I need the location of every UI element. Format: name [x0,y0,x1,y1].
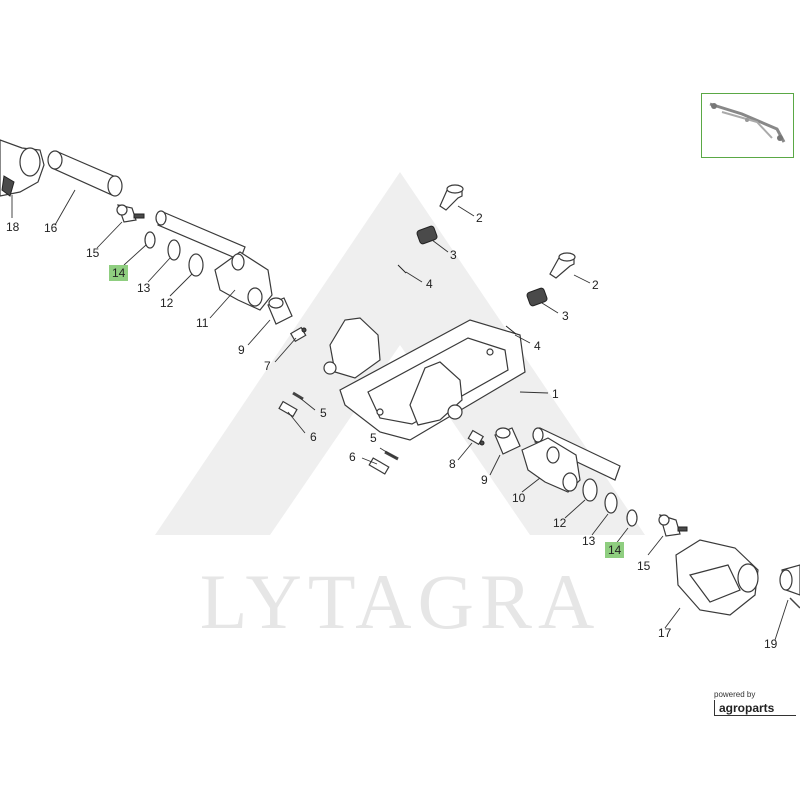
callout-8[interactable]: 8 [449,457,456,471]
part-14-left-ring[interactable] [144,231,156,249]
callout-3-upper[interactable]: 3 [450,248,457,262]
callout-7[interactable]: 7 [264,359,271,373]
callout-3-lower[interactable]: 3 [562,309,569,323]
part-9-left-bushing[interactable] [267,297,293,325]
part-18-housing[interactable] [0,139,45,197]
callout-1[interactable]: 1 [552,387,559,401]
callout-9-right[interactable]: 9 [481,473,488,487]
callout-2-lower[interactable]: 2 [592,278,599,292]
part-3-lower-spring[interactable] [526,287,548,307]
part-5-upper-pin[interactable] [292,391,304,401]
part-16-pin[interactable] [47,150,123,197]
part-3-upper-spring[interactable] [416,225,438,245]
callout-12-right[interactable]: 12 [553,516,567,530]
callout-4-upper[interactable]: 4 [426,277,433,291]
callout-17[interactable]: 17 [658,626,672,640]
callout-14-left[interactable]: 14 [112,266,126,280]
part-1-frame[interactable] [323,317,526,441]
overview-thumbnail[interactable] [701,93,794,158]
callout-13-left[interactable]: 13 [137,281,151,295]
part-9-right-bushing[interactable] [494,427,521,455]
part-6-upper-screw[interactable] [278,400,298,418]
callout-12-left[interactable]: 12 [160,296,174,310]
callout-15-right[interactable]: 15 [637,559,651,573]
watermark: LYTAGRA [155,172,645,645]
part-8-fitting[interactable] [467,429,485,446]
part-2-lower-bolt[interactable] [549,252,576,279]
callout-5-lower[interactable]: 5 [370,431,377,445]
leader-lines [11,189,789,641]
part-12-right-washer[interactable] [582,478,598,502]
callout-18[interactable]: 18 [6,220,20,234]
callout-13-right[interactable]: 13 [582,534,596,548]
watermark-triangle-inner [270,345,530,535]
part-19-pin[interactable] [779,564,800,609]
callout-6-upper[interactable]: 6 [310,430,317,444]
callout-2-upper[interactable]: 2 [476,211,483,225]
part-13-left-washer[interactable] [167,239,181,261]
part-10-lever[interactable] [521,427,621,493]
callout-6-lower[interactable]: 6 [349,450,356,464]
part-14-right-ring[interactable] [626,509,638,527]
part-15-left-fitting[interactable] [116,204,145,223]
part-7-fitting[interactable] [289,326,307,343]
part-11-lever[interactable] [155,210,273,311]
thumbnail-diagram [709,102,786,143]
watermark-text: LYTAGRA [200,558,601,645]
callout-14-right[interactable]: 14 [608,543,622,557]
callout-19[interactable]: 19 [764,637,778,651]
callout-10[interactable]: 10 [512,491,526,505]
part-4-lower-pin[interactable] [505,325,517,335]
callout-9-left[interactable]: 9 [238,343,245,357]
callout-11[interactable]: 11 [196,316,209,330]
part-4-upper-pin[interactable] [397,264,407,274]
part-15-right-fitting[interactable] [658,514,688,537]
callout-15-left[interactable]: 15 [86,246,100,260]
highlight-14-right [605,542,624,558]
part-2-upper-bolt[interactable] [439,184,464,211]
part-17-housing[interactable] [675,539,759,616]
highlight-14-left [109,265,128,281]
powered-by-label: powered by [714,690,756,699]
part-13-right-washer[interactable] [604,492,618,514]
callout-16[interactable]: 16 [44,221,58,235]
powered-by-branding: powered by agroparts [714,690,798,716]
callouts: 18 16 15 14 13 12 11 9 7 2 3 4 2 3 4 1 5… [6,211,778,651]
callout-4-lower[interactable]: 4 [534,339,541,353]
part-12-left-washer[interactable] [188,253,204,277]
callout-5-upper[interactable]: 5 [320,406,327,420]
agroparts-logo: agroparts [714,700,796,716]
